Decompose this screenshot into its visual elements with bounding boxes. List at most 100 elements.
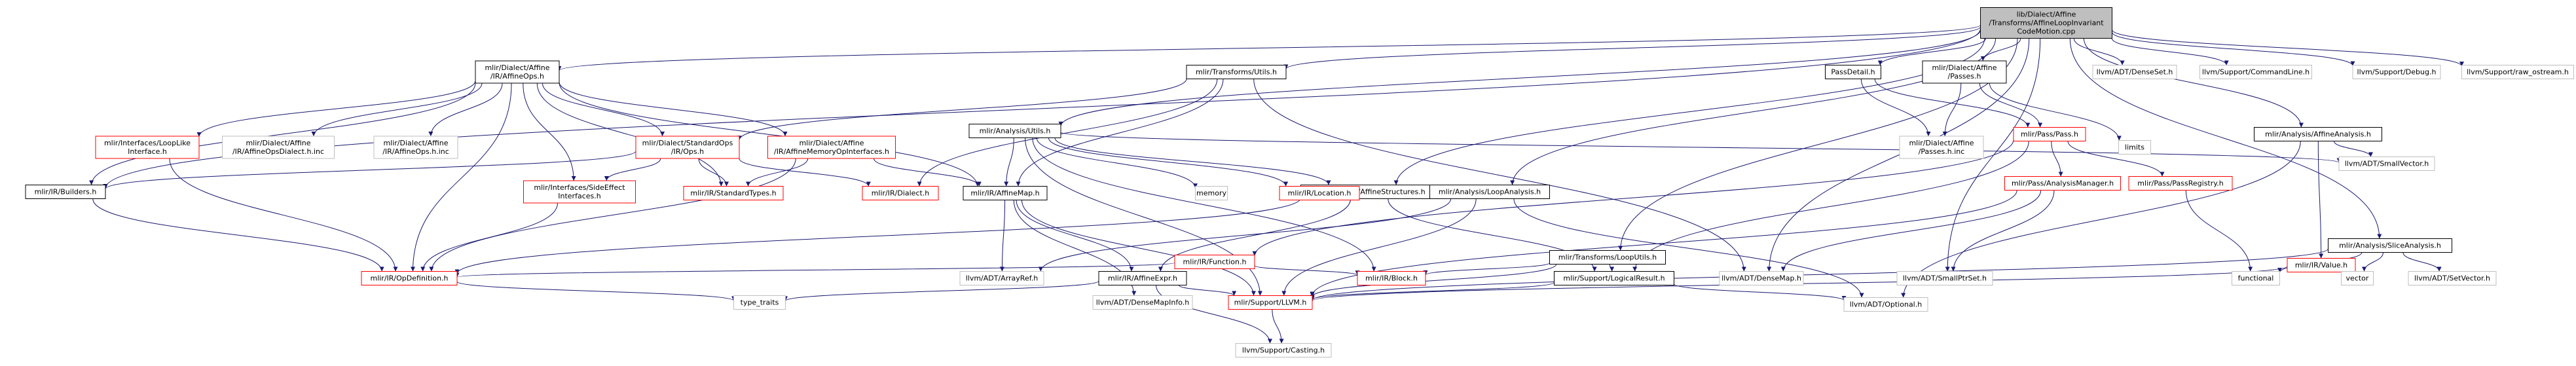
edge-affineanalysis-to-value-h	[2317, 141, 2324, 259]
node-label: llvm/ADT/DenseMapInfo.h	[1096, 299, 1190, 307]
node-label: mlir/IR/Value.h	[2295, 261, 2347, 270]
node-box	[635, 136, 740, 159]
edge-standardops-to-sideeffect	[604, 158, 661, 181]
node-passdetail[interactable]: PassDetail.h	[1825, 65, 1881, 79]
edge-affineops-to-standardtypes	[536, 82, 724, 187]
edge-standardops-to-builders	[103, 151, 636, 190]
node-label: llvm/ADT/SmallPtrSet.h	[1903, 274, 1987, 283]
node-label: CodeMotion.cpp	[2017, 27, 2076, 36]
node-support-llvm[interactable]: mlir/Support/LLVM.h	[1228, 295, 1313, 310]
edge-root-to-affinestructures	[1393, 38, 1985, 185]
node-pass-h[interactable]: mlir/Pass/Pass.h	[2013, 127, 2086, 141]
edge-affineops-to-builders	[89, 82, 476, 185]
node-passregistry[interactable]: mlir/Pass/PassRegistry.h	[2128, 176, 2233, 191]
node-label: Interface.h	[128, 147, 167, 156]
edge-sideeffect-to-opdefinition	[420, 202, 558, 272]
node-transforms-utils[interactable]: mlir/Transforms/Utils.h	[1186, 65, 1287, 79]
edge-transforms-utils-to-dialect-h	[917, 79, 1218, 187]
edge-passdetail-to-passes-inc	[1860, 79, 1931, 137]
node-standardops[interactable]: mlir/Dialect/StandardOps/IR/Ops.h	[635, 136, 740, 159]
nodes: lib/Dialect/Affine/Transforms/AffineLoop…	[25, 7, 2574, 357]
node-label: mlir/Analysis/LoopAnalysis.h	[1439, 188, 1541, 196]
node-location[interactable]: mlir/IR/Location.h	[1279, 186, 1360, 200]
node-label: mlir/Interfaces/SideEffect	[534, 183, 625, 192]
node-affinememory[interactable]: mlir/Dialect/Affine/IR/AffineMemoryOpInt…	[767, 136, 896, 159]
node-label: llvm/ADT/DenseSet.h	[2097, 68, 2173, 77]
node-label: llvm/Support/CommandLine.h	[2202, 68, 2309, 77]
node-function-h[interactable]: mlir/IR/Function.h	[1174, 255, 1255, 269]
node-box	[2013, 127, 2086, 141]
node-box	[1843, 297, 1928, 312]
edge-analysis-utils-to-affinemap	[1004, 137, 1014, 187]
edge-affineops-to-affineops-inc	[428, 82, 503, 137]
node-box	[2004, 176, 2121, 191]
node-root[interactable]: lib/Dialect/Affine/Transforms/AffineLoop…	[1980, 7, 2112, 39]
edge-analysis-utils-to-memory	[1036, 137, 1198, 189]
node-densesetb: llvm/ADT/DenseSet.h	[2092, 65, 2177, 79]
node-label: Interfaces.h	[558, 192, 600, 200]
edge-root-to-sliceanalysis	[2069, 38, 2382, 239]
node-label: llvm/ADT/SetVector.h	[2414, 274, 2490, 283]
node-label: mlir/Dialect/StandardOps	[642, 139, 733, 147]
node-label: mlir/Dialect/Affine	[383, 139, 448, 147]
node-box	[1899, 136, 1984, 159]
node-label: /IR/Ops.h	[671, 147, 704, 156]
node-standardtypes[interactable]: mlir/IR/StandardTypes.h	[683, 186, 784, 200]
edge-root-to-raw-ostream	[2112, 29, 2464, 67]
node-affine-passes[interactable]: mlir/Dialect/Affine/Passes.h	[1922, 60, 2007, 84]
node-analysismanager[interactable]: mlir/Pass/AnalysisManager.h	[2004, 176, 2121, 191]
node-box	[2199, 65, 2312, 79]
edge-support-llvm-to-casting	[1272, 309, 1284, 344]
node-affineanalysis[interactable]: mlir/Analysis/AffineAnalysis.h	[2254, 127, 2382, 141]
edge-builders-to-opdefinition	[92, 198, 384, 272]
node-value-h[interactable]: mlir/IR/Value.h	[2287, 258, 2356, 272]
node-label: mlir/IR/Dialect.h	[872, 189, 930, 198]
node-builders[interactable]: mlir/IR/Builders.h	[25, 185, 106, 199]
node-label: llvm/ADT/ArrayRef.h	[966, 274, 1039, 283]
node-dialect-h[interactable]: mlir/IR/Dialect.h	[862, 186, 939, 200]
node-commandline: llvm/Support/CommandLine.h	[2199, 65, 2312, 79]
node-label: llvm/Support/Debug.h	[2357, 68, 2437, 77]
node-affineexpr[interactable]: mlir/IR/AffineExpr.h	[1098, 271, 1187, 285]
edge-looputils-to-logicalresult	[1609, 264, 1615, 272]
edge-sliceanalysis-to-vector	[2362, 252, 2383, 272]
node-opdefinition[interactable]: mlir/IR/OpDefinition.h	[361, 271, 458, 285]
node-box	[1098, 271, 1187, 285]
edge-transforms-utils-to-densemap	[1253, 79, 1746, 272]
edge-opdefinition-to-type-traits	[456, 281, 736, 301]
edge-affine-passes-to-pass-h	[1979, 82, 2043, 128]
node-looputils[interactable]: mlir/Transforms/LoopUtils.h	[1549, 250, 1666, 265]
node-sliceanalysis[interactable]: mlir/Analysis/SliceAnalysis.h	[2328, 238, 2452, 253]
node-label: mlir/Interfaces/LoopLike	[104, 139, 191, 147]
node-affineops[interactable]: mlir/Dialect/Affine/IR/AffineOps.h	[475, 60, 560, 84]
node-box	[2461, 65, 2574, 79]
edge-root-to-affine-passes	[1980, 38, 2021, 62]
node-label: vector	[2346, 274, 2369, 283]
node-label: mlir/Transforms/Utils.h	[1196, 68, 1277, 77]
node-box	[2338, 156, 2435, 171]
node-label: mlir/Pass/Pass.h	[2021, 130, 2078, 139]
edge-root-to-affineanalysis	[2083, 38, 2304, 128]
edge-transforms-utils-to-standardops	[737, 79, 1187, 141]
node-vector: vector	[2341, 271, 2374, 285]
node-box	[733, 295, 786, 310]
node-analysis-utils[interactable]: mlir/Analysis/Utils.h	[968, 124, 1061, 138]
edge-affineanalysis-to-optional	[1901, 141, 2301, 298]
node-label: mlir/IR/OpDefinition.h	[370, 274, 448, 283]
node-box	[2328, 238, 2452, 253]
node-label: mlir/Analysis/Utils.h	[980, 127, 1051, 136]
node-box	[2232, 271, 2280, 285]
node-label: /Passes.h	[1947, 72, 1981, 81]
node-label: limits	[2125, 143, 2144, 152]
edge-sliceanalysis-to-support-llvm	[1310, 248, 2328, 301]
node-loopanalysis[interactable]: mlir/Analysis/LoopAnalysis.h	[1429, 185, 1550, 199]
edge-affineexpr-to-support-llvm	[1178, 285, 1237, 296]
node-block-h[interactable]: mlir/IR/Block.h	[1357, 271, 1426, 285]
node-box	[2254, 127, 2382, 141]
node-affinemap[interactable]: mlir/IR/AffineMap.h	[963, 186, 1048, 200]
node-affineopsdialect-inc: mlir/Dialect/Affine/IR/AffineOpsDialect.…	[222, 136, 335, 159]
edge-passdetail-to-pass-h	[1874, 79, 2031, 128]
node-logicalresult[interactable]: mlir/Support/LogicalResult.h	[1554, 271, 1674, 285]
